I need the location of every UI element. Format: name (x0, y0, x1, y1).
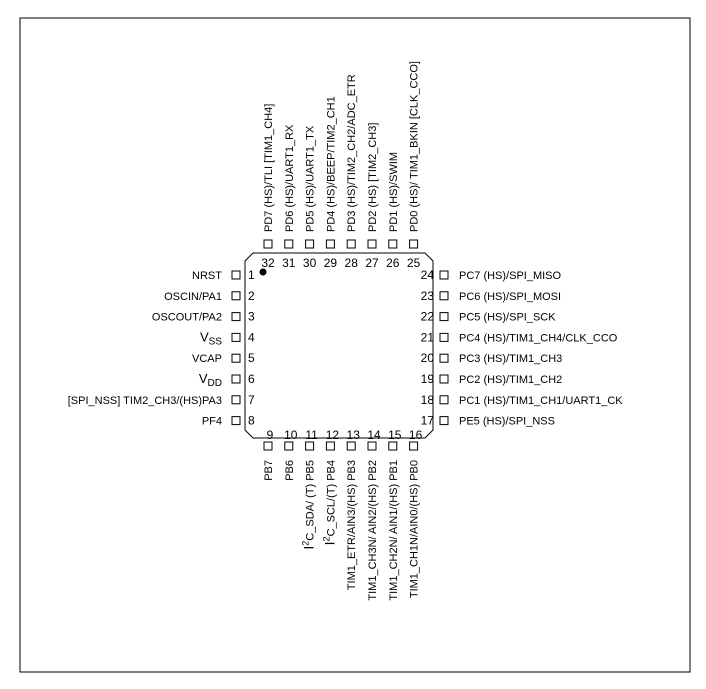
pin-label-1: NRST (192, 270, 222, 282)
pin-pad-4 (231, 332, 241, 342)
pin-pad-13 (346, 441, 356, 451)
pin-label-3: OSCOUT/PA2 (152, 312, 222, 324)
pin1-marker-dot (259, 268, 267, 276)
pin-pad-3 (231, 312, 241, 322)
pin-number-30: 30 (303, 256, 317, 270)
pin-label-14: TIM1_CH3N/ AIN2/(HS) PB2 (367, 460, 379, 601)
pin-label-20: PC3 (HS)/TIM1_CH3 (459, 353, 562, 365)
pin-label-28: PD3 (HS)/TIM2_CH2/ADC_ETR (346, 74, 358, 232)
pin-pad-25 (409, 239, 419, 249)
pin-pad-18 (439, 395, 449, 405)
pin-pad-32 (263, 239, 273, 249)
pin-label-18: PC1 (HS)/TIM1_CH1/UART1_CK (459, 395, 623, 407)
pin-label-16: TIM1_CH1N/AIN0/(HS) PB0 (409, 460, 421, 598)
pin-number-10: 10 (284, 428, 298, 442)
pin-number-24: 24 (421, 268, 435, 282)
pin-label-17: PE5 (HS)/SPI_NSS (459, 416, 555, 428)
pin-number-11: 11 (305, 428, 318, 442)
pin-label-32: PD7 (HS)/TLI [TIM1_CH4] (263, 104, 275, 232)
pin-label-7: [SPI_NSS] TIM2_CH3/(HS)PA3 (68, 395, 222, 407)
pin-pad-11 (305, 441, 315, 451)
pin-number-12: 12 (326, 428, 340, 442)
pin-pad-20 (439, 353, 449, 363)
pin-label-29: PD4 (HS)/BEEP/TIM2_CH1 (325, 96, 337, 232)
pin-pad-1 (231, 270, 241, 280)
pin-pad-27 (367, 239, 377, 249)
pin-pad-17 (439, 416, 449, 426)
pin-pad-19 (439, 374, 449, 384)
pin-label-11: I2C_SDA/ (T) PB5 (301, 460, 317, 550)
pin-number-22: 22 (421, 310, 435, 324)
pin-number-21: 21 (421, 330, 435, 344)
pin-label-13: TIM1_ETR/AIN3/(HS) PB3 (346, 460, 358, 590)
pin-number-15: 15 (388, 428, 402, 442)
pin-label-9: PB7 (263, 460, 275, 481)
pin-number-23: 23 (421, 289, 435, 303)
pin-number-18: 18 (421, 393, 435, 407)
figure-frame (19, 17, 691, 673)
pin-pad-22 (439, 312, 449, 322)
pin-label-27: PD2 (HS) [TIM2_CH3] (367, 123, 379, 232)
pin-pad-6 (231, 374, 241, 384)
pin-pad-15 (388, 441, 398, 451)
pin-pad-8 (231, 416, 241, 426)
pin-pad-21 (439, 332, 449, 342)
pin-label-21: PC4 (HS)/TIM1_CH4/CLK_CCO (459, 332, 618, 344)
pin-label-19: PC2 (HS)/TIM1_CH2 (459, 374, 562, 386)
pin-number-19: 19 (421, 372, 435, 386)
pin-number-27: 27 (365, 256, 379, 270)
pin-pad-30 (305, 239, 315, 249)
pin-label-12: I2C_SCL/(T) PB4 (321, 460, 337, 545)
pin-number-26: 26 (386, 256, 400, 270)
pin-label-8: PF4 (202, 416, 222, 428)
pin-pad-23 (439, 291, 449, 301)
pin-pad-26 (388, 239, 398, 249)
pin-label-23: PC6 (HS)/SPI_MOSI (459, 291, 561, 303)
pin-pad-7 (231, 395, 241, 405)
pin-pad-14 (367, 441, 377, 451)
pin-pad-5 (231, 353, 241, 363)
pin-pad-16 (409, 441, 419, 451)
pin-number-29: 29 (324, 256, 338, 270)
pin-label-6: VDD (199, 371, 222, 389)
chip-package-outline (244, 252, 434, 439)
pin-label-24: PC7 (HS)/SPI_MISO (459, 270, 562, 282)
pin-label-31: PD6 (HS)/UART1_RX (284, 124, 296, 232)
pin-number-4: 4 (248, 330, 255, 344)
pin-number-7: 7 (248, 393, 255, 407)
pin-label-2: OSCIN/PA1 (164, 291, 222, 303)
pin-label-25: PD0 (HS)/ TIM1_BKIN [CLK_CCO] (409, 61, 421, 232)
pin-number-20: 20 (421, 351, 435, 365)
pin-number-3: 3 (248, 310, 255, 324)
pin-pad-2 (231, 291, 241, 301)
pin-label-22: PC5 (HS)/SPI_SCK (459, 312, 556, 324)
pin-number-28: 28 (345, 256, 359, 270)
pin-number-14: 14 (367, 428, 381, 442)
pin-label-5: VCAP (192, 353, 222, 365)
pin-label-26: PD1 (HS)/SWIM (388, 152, 400, 232)
pin-pad-12 (325, 441, 335, 451)
pin-number-8: 8 (248, 414, 255, 428)
pin-pad-31 (284, 239, 294, 249)
pin-pad-24 (439, 270, 449, 280)
pin-number-16: 16 (409, 428, 423, 442)
pin-number-2: 2 (248, 289, 255, 303)
pin-number-1: 1 (248, 268, 255, 282)
pin-number-32: 32 (261, 256, 275, 270)
pin-number-9: 9 (267, 428, 274, 442)
pin-label-30: PD5 (HS)/UART1_TX (305, 125, 317, 232)
pin-number-6: 6 (248, 372, 255, 386)
pin-number-17: 17 (421, 414, 435, 428)
pin-label-15: TIM1_CH2N/ AIN1/(HS) PB1 (388, 460, 400, 601)
pin-label-10: PB6 (284, 460, 296, 481)
pin-number-13: 13 (347, 428, 361, 442)
pin-number-31: 31 (282, 256, 296, 270)
pin-pad-29 (325, 239, 335, 249)
pin-pad-28 (346, 239, 356, 249)
pin-number-5: 5 (248, 351, 255, 365)
pin-pad-9 (263, 441, 273, 451)
pin-label-4: VSS (200, 329, 222, 347)
pin-pad-10 (284, 441, 294, 451)
pin-number-25: 25 (407, 256, 421, 270)
